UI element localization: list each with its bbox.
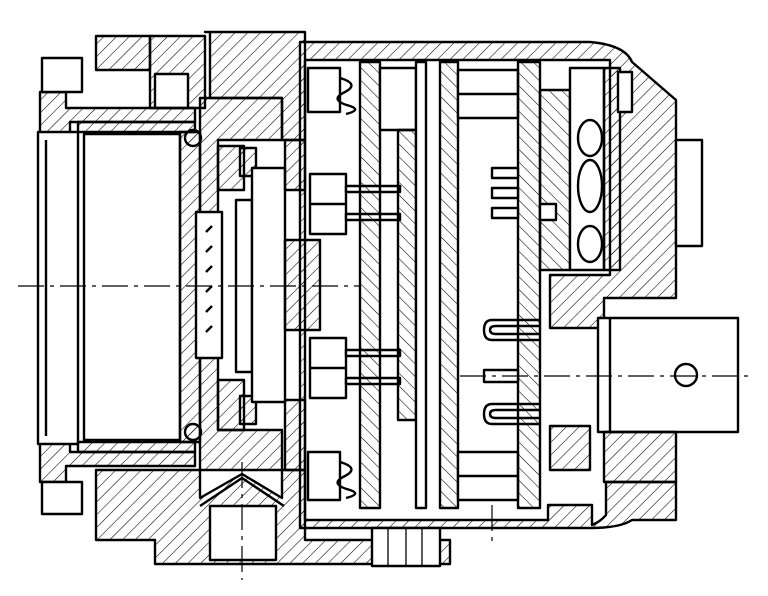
main-housing <box>298 40 704 530</box>
bearing <box>568 66 634 272</box>
bore-opening <box>82 132 182 442</box>
bottom-nozzle <box>94 468 452 568</box>
o-ring-top <box>183 128 203 148</box>
sensor-board <box>250 166 287 404</box>
pin-hole <box>673 362 699 388</box>
connector-block-top <box>308 172 402 236</box>
circuit-boards <box>358 60 572 510</box>
front-adapter <box>36 30 307 516</box>
lens-element <box>194 210 224 360</box>
side-boss <box>674 138 704 248</box>
spring-bottom <box>306 450 357 502</box>
u-clips <box>482 318 592 472</box>
o-ring-bottom <box>183 422 203 442</box>
cable-gland <box>596 316 740 484</box>
thread-ring <box>36 130 80 446</box>
connector-block-bottom <box>308 336 402 400</box>
inner-assembly <box>194 96 322 472</box>
